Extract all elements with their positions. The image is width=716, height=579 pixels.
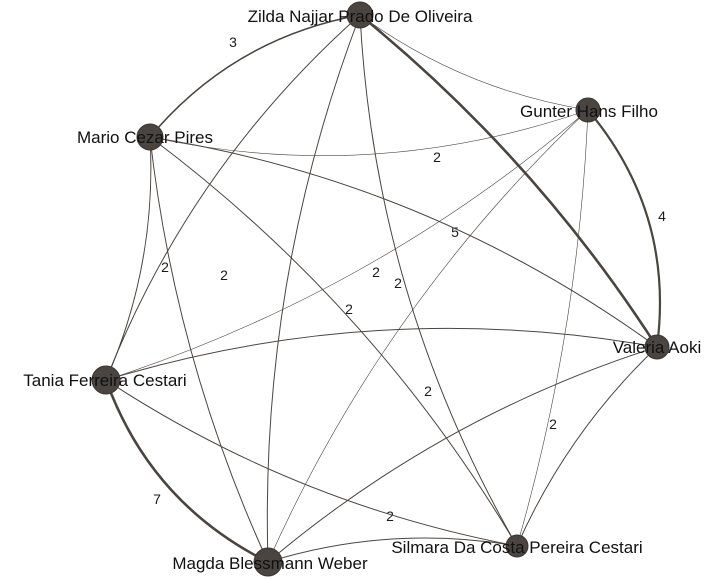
edge-mario-magda — [149, 136, 269, 563]
node-mario[interactable]: Mario Cezar Pires — [77, 123, 213, 151]
edge-gunter-silmara — [516, 109, 589, 547]
edge-mario-gunter — [149, 109, 589, 156]
edge-mario-silmara — [149, 136, 518, 547]
edge-weight-label: 2 — [345, 301, 353, 317]
node-gunter[interactable]: Gunter Hans Filho — [520, 97, 658, 123]
edge-tania-valeria — [105, 327, 658, 381]
node-valeria[interactable]: Valeria Aoki — [613, 334, 702, 360]
node-label: Magda Blessmann Weber — [172, 554, 368, 573]
edge-valeria-silmara — [516, 346, 658, 547]
edge-weight-label: 5 — [451, 224, 459, 240]
node-label: Gunter Hans Filho — [520, 102, 658, 121]
node-label: Tania Ferreira Cestari — [23, 371, 186, 390]
edge-weight-label: 2 — [220, 267, 228, 283]
node-circle[interactable] — [505, 534, 529, 558]
edge-magda-silmara — [267, 537, 518, 563]
edge-tania-magda — [104, 379, 269, 564]
edge-weight-label: 4 — [658, 208, 666, 224]
edge-tania-silmara — [105, 379, 518, 547]
edge-weight-label: 3 — [229, 34, 237, 50]
edge-weight-label: 2 — [386, 508, 394, 524]
node-label: Zilda Najjar Prado De Oliveira — [248, 7, 473, 26]
edge-weight-label: 2 — [549, 416, 557, 432]
edge-zilda-silmara — [359, 14, 518, 547]
node-label: Silmara Da Costa Pereira Cestari — [391, 538, 642, 557]
node-tania[interactable]: Tania Ferreira Cestari — [23, 365, 187, 395]
edge-weight-label: 2 — [372, 264, 380, 280]
node-circle[interactable] — [91, 365, 121, 395]
edge-weight-label: 2 — [433, 149, 441, 165]
edge-mario-zilda — [149, 14, 361, 138]
edge-weight-label: 2 — [424, 383, 432, 399]
node-circle[interactable] — [136, 123, 164, 151]
edge-gunter-tania — [105, 109, 589, 381]
edge-gunter-magda — [267, 109, 589, 563]
edge-gunter-valeria — [587, 109, 662, 348]
node-circle[interactable] — [346, 1, 374, 29]
node-circle[interactable] — [253, 547, 283, 577]
edge-weight-label: 7 — [153, 491, 161, 507]
node-silmara[interactable]: Silmara Da Costa Pereira Cestari — [391, 534, 643, 558]
node-label: Mario Cezar Pires — [77, 128, 213, 147]
edge-zilda-tania — [105, 14, 361, 381]
node-label: Valeria Aoki — [613, 338, 702, 357]
node-magda[interactable]: Magda Blessmann Weber — [172, 547, 368, 577]
edge-weight-label: 2 — [394, 275, 402, 291]
edge-zilda-valeria — [359, 13, 659, 348]
edge-mario-tania — [105, 136, 152, 381]
edge-zilda-magda — [266, 14, 361, 563]
edge-zilda-gunter — [359, 14, 589, 111]
node-circle[interactable] — [644, 334, 670, 360]
node-circle[interactable] — [575, 97, 601, 123]
edge-valeria-magda — [267, 346, 658, 563]
edge-mario-valeria — [149, 136, 658, 348]
node-zilda[interactable]: Zilda Najjar Prado De Oliveira — [248, 1, 473, 29]
edge-weight-label: 2 — [161, 259, 169, 275]
